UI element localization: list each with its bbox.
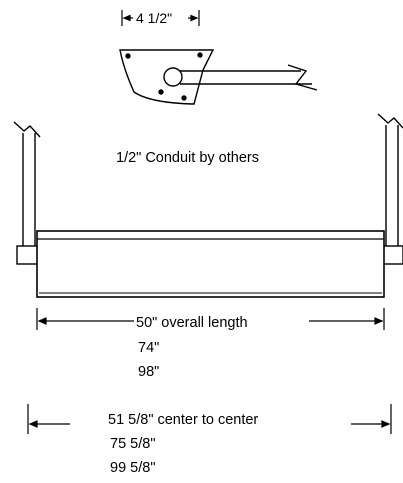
center-to-center-label: 51 5/8" center to center [108, 412, 258, 428]
overall-length-alt2: 98" [138, 364, 159, 380]
center-to-center-dimension [27, 404, 392, 434]
center-to-center-alt2: 99 5/8" [110, 460, 155, 476]
fixture-body [36, 230, 385, 298]
bracket-width-dimension [121, 10, 200, 26]
conduit-note: 1/2" Conduit by others [116, 150, 259, 166]
conduit-pipe [163, 64, 318, 91]
center-to-center-alt1: 75 5/8" [110, 436, 155, 452]
overall-length-dimension [36, 308, 385, 330]
left-hanger [13, 121, 41, 265]
overall-length-alt1: 74" [138, 340, 159, 356]
right-hanger [377, 113, 403, 265]
bracket-width-label: 4 1/2" [136, 10, 172, 26]
overall-length-label: 50" overall length [136, 315, 248, 331]
